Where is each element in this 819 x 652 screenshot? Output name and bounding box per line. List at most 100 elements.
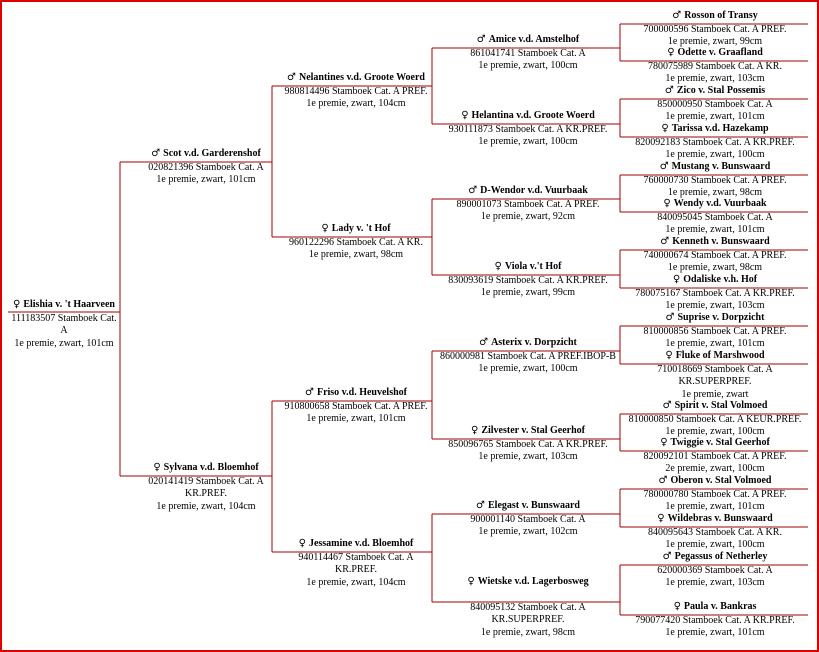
horse-name-text: Odaliske v.h. Hof: [683, 274, 758, 285]
horse-name: ♀Odaliske v.h. Hof: [622, 274, 808, 286]
registration: 930111873 Stamboek Cat. A KR.PREF.: [448, 124, 608, 136]
horse-name-text: Helantina v.d. Groote Woerd: [471, 110, 595, 121]
premie: 1e premie, zwart, 100cm: [665, 426, 765, 438]
premie: 1e premie, zwart, 100cm: [478, 60, 578, 72]
horse-name-text: Twiggie v. Stal Geerhof: [670, 437, 770, 448]
male-symbol-icon: ♂: [660, 236, 670, 247]
horse-name: ♀Tarissa v.d. Hazekamp: [622, 123, 808, 135]
registration: 840095045 Stamboek Cat. A: [657, 212, 773, 224]
horse-details: 840095643 Stamboek Cat. A KR.1e premie, …: [622, 527, 808, 551]
registration: 020821396 Stamboek Cat. A: [148, 162, 264, 174]
horse-name: ♂Oberon v. Stal Volmoed: [622, 475, 808, 487]
male-symbol-icon: ♂: [662, 551, 672, 562]
registration: 830093619 Stamboek Cat. A KR.PREF.: [448, 275, 608, 287]
horse-name: ♀Zilvester v. Stal Geerhof: [436, 425, 620, 437]
horse-name: ♀Fluke of Marshwood: [622, 350, 808, 362]
horse-details: 810000850 Stamboek Cat. A KEUR.PREF.1e p…: [622, 414, 808, 438]
registration: 910800658 Stamboek Cat. A PREF.: [284, 401, 428, 413]
registration: 810000856 Stamboek Cat. A PREF.: [643, 326, 787, 338]
horse-name-text: Wietske v.d. Lagerbosweg: [477, 576, 589, 587]
premie: 1e premie, zwart, 101cm: [14, 337, 114, 349]
horse-name-text: Fluke of Marshwood: [675, 350, 765, 361]
male-symbol-icon: ♂: [665, 312, 675, 323]
premie: 1e premie, zwart, 103cm: [478, 451, 578, 463]
registration: 820092101 Stamboek Cat. A PREF.: [643, 451, 787, 463]
premie: 2e premie, zwart, 100cm: [665, 463, 765, 475]
horse-name-text: Asterix v. Dorpzicht: [491, 337, 577, 348]
horse-details: 850096765 Stamboek Cat. A KR.PREF.1e pre…: [436, 439, 620, 463]
horse-name-text: Elegast v. Bunswaard: [488, 500, 580, 511]
horse-name: ♂Scot v.d. Garderenshof: [140, 148, 272, 160]
horse-details: 960122296 Stamboek Cat. A KR.1e premie, …: [280, 237, 432, 261]
registration: 780000780 Stamboek Cat. A PREF.: [643, 489, 787, 501]
premie: 1e premie, zwart, 103cm: [665, 577, 765, 589]
horse-details: 810000856 Stamboek Cat. A PREF.1e premie…: [622, 326, 808, 350]
horse-name-text: Pegassus of Netherley: [674, 551, 768, 562]
premie: 1e premie, zwart, 98cm: [480, 626, 576, 638]
horse-name: ♀Wendy v.d. Vuurbaak: [622, 198, 808, 210]
male-symbol-icon: ♂: [658, 475, 668, 486]
female-symbol-icon: ♀: [673, 601, 681, 612]
premie: 1e premie, zwart: [681, 388, 749, 400]
horse-details: 830093619 Stamboek Cat. A KR.PREF.1e pre…: [436, 275, 620, 299]
female-symbol-icon: ♀: [298, 538, 306, 549]
horse-name: ♂Elegast v. Bunswaard: [436, 500, 620, 512]
registration: 860000981 Stamboek Cat. A PREF.IBOP-B: [440, 351, 616, 363]
registration: 780075989 Stamboek Cat. A KR.: [648, 61, 782, 73]
male-symbol-icon: ♂: [476, 34, 486, 45]
male-symbol-icon: ♂: [151, 148, 161, 159]
registration: 620000369 Stamboek Cat. A: [657, 565, 773, 577]
pedigree-entry-zilvester-v-stal-geerhof: ♀Zilvester v. Stal Geerhof 850096765 Stam…: [436, 425, 620, 464]
horse-name: ♀Paula v. Bankras: [622, 601, 808, 613]
registration: 861041741 Stamboek Cat. A: [470, 48, 586, 60]
horse-name-text: Elishia v. 't Haarveen: [23, 299, 115, 310]
female-symbol-icon: ♀: [665, 350, 673, 361]
registration: 980814496 Stamboek Cat. A PREF.: [284, 86, 428, 98]
horse-details: 780075989 Stamboek Cat. A KR.1e premie, …: [622, 61, 808, 85]
registration: 810000850 Stamboek Cat. A KEUR.PREF.: [628, 414, 802, 426]
registration: 740000674 Stamboek Cat. A PREF.: [643, 250, 787, 262]
horse-details: 840095132 Stamboek Cat. A KR.SUPERPREF.1…: [436, 602, 620, 639]
male-symbol-icon: ♂: [662, 400, 672, 411]
premie: 1e premie, zwart, 104cm: [156, 500, 256, 512]
horse-name-text: Viola v.'t Hof: [504, 261, 562, 272]
horse-name-text: Rosson of Transy: [684, 10, 758, 21]
horse-name: ♂Rosson of Transy: [622, 10, 808, 22]
horse-details: 760000730 Stamboek Cat. A PREF.1e premie…: [622, 175, 808, 199]
horse-details: 020141419 Stamboek Cat. A KR.PREF.1e pre…: [140, 476, 272, 513]
horse-name: ♂Friso v.d. Heuvelshof: [280, 387, 432, 399]
pedigree-entry-wendy-v-d-vuurbaak: ♀Wendy v.d. Vuurbaak 840095045 Stamboek C…: [622, 198, 808, 237]
female-symbol-icon: ♀: [661, 123, 669, 134]
horse-name-text: Sylvana v.d. Bloemhof: [163, 462, 259, 473]
female-symbol-icon: ♀: [13, 299, 21, 310]
pedigree-entry-kenneth-v-bunswaard: ♂Kenneth v. Bunswaard 740000674 Stamboek …: [622, 236, 808, 275]
horse-name: ♂Kenneth v. Bunswaard: [622, 236, 808, 248]
premie: 1e premie, zwart, 103cm: [665, 73, 765, 85]
premie: 1e premie, zwart, 92cm: [480, 211, 576, 223]
premie: 1e premie, zwart, 102cm: [478, 526, 578, 538]
male-symbol-icon: ♂: [468, 185, 478, 196]
horse-name: ♂Suprise v. Dorpzicht: [622, 312, 808, 324]
pedigree-entry-spirit-v-stal-volmoed: ♂Spirit v. Stal Volmoed 810000850 Stamboe…: [622, 400, 808, 439]
premie: 1e premie, zwart, 101cm: [665, 338, 765, 350]
horse-name-text: Spirit v. Stal Volmoed: [674, 400, 768, 411]
female-symbol-icon: ♀: [470, 425, 479, 436]
premie: 1e premie, zwart, 101cm: [665, 627, 765, 639]
premie: 1e premie, zwart, 100cm: [478, 136, 578, 148]
horse-name-text: Mustang v. Bunswaard: [671, 161, 771, 172]
